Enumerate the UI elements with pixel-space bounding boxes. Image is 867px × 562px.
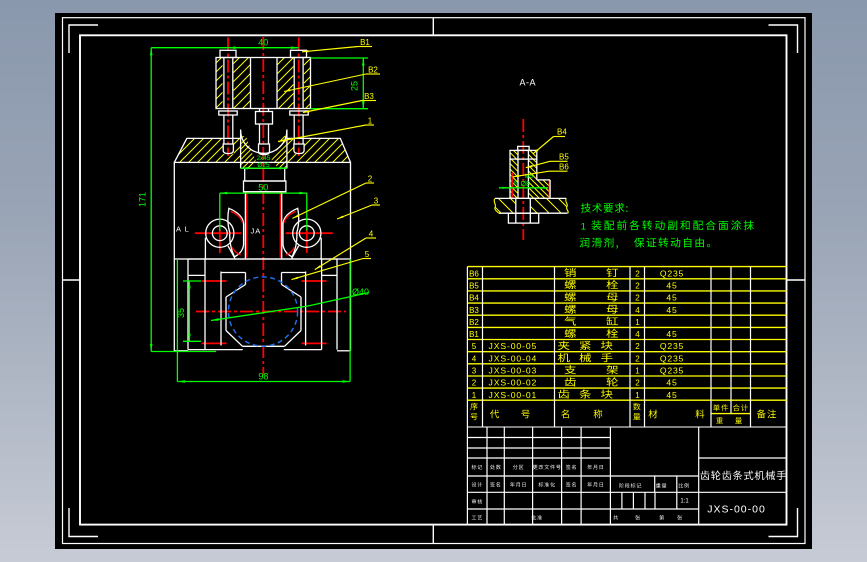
svg-text:JXS-00-04: JXS-00-04 — [489, 353, 538, 363]
svg-text:98: 98 — [258, 372, 268, 382]
svg-text:1: 1 — [581, 221, 586, 232]
svg-text:1: 1 — [635, 318, 640, 327]
svg-text:A-A: A-A — [520, 78, 537, 88]
svg-text:Q235: Q235 — [660, 268, 684, 278]
svg-text:2: 2 — [635, 342, 640, 351]
svg-text:JXS-00-00: JXS-00-00 — [707, 503, 766, 515]
svg-text:Ø40: Ø40 — [352, 287, 369, 297]
svg-text:171: 171 — [137, 192, 147, 207]
svg-text:2: 2 — [472, 379, 477, 388]
svg-text:4: 4 — [472, 354, 477, 363]
svg-text:1: 1 — [635, 367, 640, 376]
svg-text:JXS-00-01: JXS-00-01 — [489, 390, 538, 400]
svg-text:45: 45 — [666, 305, 677, 315]
svg-text:JXS-00-05: JXS-00-05 — [489, 341, 538, 351]
svg-text:1: 1 — [472, 391, 477, 400]
svg-text:4: 4 — [635, 330, 640, 339]
svg-text:B6: B6 — [559, 162, 569, 171]
svg-text:1:1: 1:1 — [680, 499, 689, 505]
svg-text:2: 2 — [635, 354, 640, 363]
svg-text:1: 1 — [368, 117, 373, 126]
svg-text:B4: B4 — [469, 294, 479, 303]
svg-text:5: 5 — [472, 342, 477, 351]
svg-text:2: 2 — [635, 281, 640, 290]
svg-text:B4: B4 — [557, 128, 567, 137]
svg-text:JA: JA — [251, 227, 262, 236]
svg-text:2: 2 — [635, 379, 640, 388]
svg-text:JXS-00-02: JXS-00-02 — [489, 378, 538, 388]
svg-text:50: 50 — [258, 182, 268, 192]
svg-text:40: 40 — [258, 38, 268, 48]
svg-text:2x45: 2x45 — [256, 155, 270, 162]
svg-text:3: 3 — [374, 197, 379, 206]
svg-text:B2: B2 — [368, 66, 378, 75]
svg-text:2: 2 — [635, 294, 640, 303]
svg-text:45: 45 — [666, 293, 677, 303]
svg-text:B5: B5 — [559, 153, 569, 162]
svg-text:2: 2 — [368, 175, 373, 184]
svg-text:45: 45 — [666, 280, 677, 290]
svg-text:8: 8 — [514, 181, 518, 187]
svg-text:B1: B1 — [469, 330, 479, 339]
svg-text:45: 45 — [666, 329, 677, 339]
svg-text:JXS-00-03: JXS-00-03 — [489, 366, 538, 376]
svg-text:1: 1 — [635, 391, 640, 400]
svg-text:4: 4 — [635, 306, 640, 315]
svg-text:5: 5 — [365, 250, 370, 259]
svg-text:B3: B3 — [364, 92, 374, 101]
svg-text:3: 3 — [472, 367, 477, 376]
svg-text:Q235: Q235 — [660, 341, 684, 351]
svg-text:45: 45 — [666, 390, 677, 400]
svg-text:2: 2 — [635, 269, 640, 278]
svg-text:4: 4 — [369, 230, 374, 239]
svg-text:Ø25: Ø25 — [257, 162, 270, 169]
svg-text:Q235: Q235 — [660, 353, 684, 363]
svg-text:B1: B1 — [360, 38, 370, 47]
svg-text:35: 35 — [176, 308, 186, 318]
svg-text:A L: A L — [176, 225, 190, 234]
svg-text:B5: B5 — [469, 281, 479, 290]
svg-text:M5: M5 — [525, 174, 534, 180]
svg-text:Ø8: Ø8 — [521, 181, 530, 188]
svg-text:B6: B6 — [469, 269, 479, 278]
svg-text:Q235: Q235 — [660, 366, 684, 376]
svg-text:B3: B3 — [469, 306, 479, 315]
svg-text:45: 45 — [666, 378, 677, 388]
svg-text:25: 25 — [350, 81, 360, 91]
svg-text:B2: B2 — [469, 318, 479, 327]
